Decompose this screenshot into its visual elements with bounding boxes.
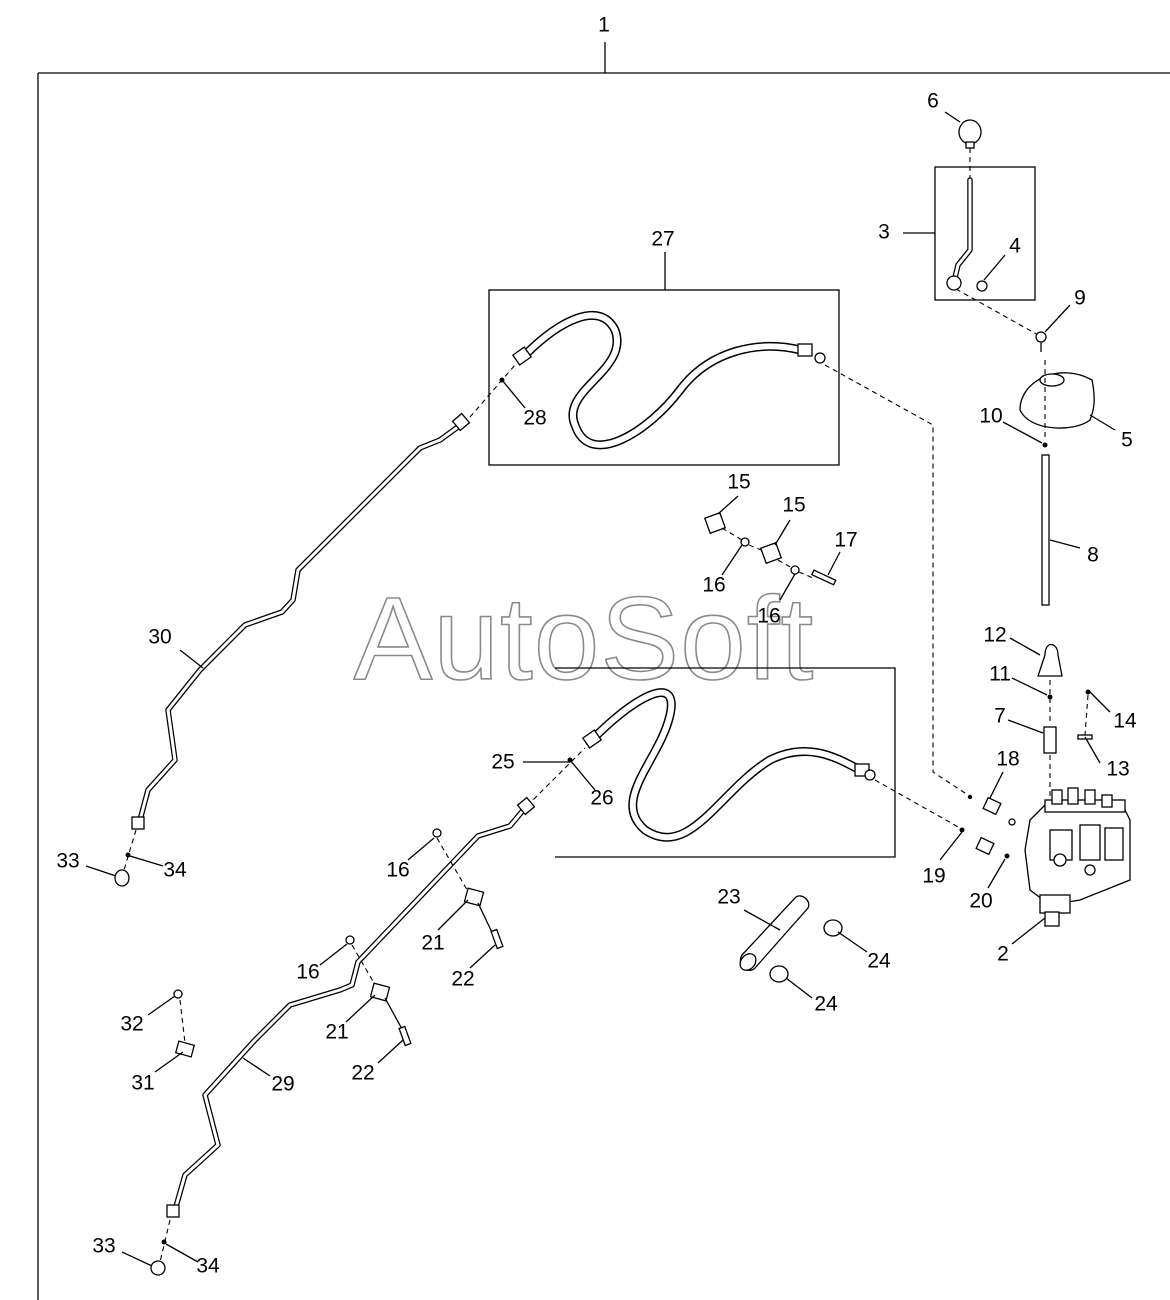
callout-9: 9 <box>1074 287 1086 310</box>
callout-28: 28 <box>523 407 546 430</box>
callout-33-lower: 33 <box>92 1235 115 1258</box>
callout-22-lower: 22 <box>351 1062 374 1085</box>
callout-8: 8 <box>1087 544 1099 567</box>
callout-21-upper: 21 <box>421 932 444 955</box>
callout-2: 2 <box>997 943 1009 966</box>
callout-27: 27 <box>651 228 674 251</box>
hose-27-group <box>463 252 840 466</box>
callout-11: 11 <box>989 663 1011 686</box>
callout-15-left: 15 <box>727 471 750 494</box>
callout-16-middle: 16 <box>386 859 409 882</box>
callout-33-upper: 33 <box>56 850 79 873</box>
callout-7: 7 <box>994 705 1006 728</box>
callout-1: 1 <box>598 14 610 37</box>
callout-34-upper: 34 <box>163 859 187 882</box>
callout-13: 13 <box>1106 758 1129 781</box>
callout-10: 10 <box>979 405 1002 428</box>
callout-19: 19 <box>922 865 945 888</box>
callout-22-upper: 22 <box>451 968 474 991</box>
lever-assembly <box>903 119 1095 606</box>
clamp-group-upper <box>432 828 504 950</box>
callout-5: 5 <box>1121 429 1133 452</box>
callout-34-lower: 34 <box>196 1255 220 1278</box>
callout-16-top-left: 16 <box>702 574 725 597</box>
callout-18: 18 <box>996 748 1019 771</box>
callout-3: 3 <box>878 221 890 244</box>
callout-16-lower: 16 <box>296 961 319 984</box>
leader-lines <box>85 111 1116 1267</box>
clamp-31-32 <box>173 989 196 1058</box>
callout-14: 14 <box>1113 710 1137 733</box>
callout-21-lower: 21 <box>325 1021 348 1044</box>
callout-16-top-right: 16 <box>757 605 780 628</box>
callout-15-right: 15 <box>782 494 805 517</box>
callout-12: 12 <box>983 624 1006 647</box>
callout-4: 4 <box>1009 235 1021 258</box>
callout-6: 6 <box>927 90 939 113</box>
watermark-text: AutoSoft <box>354 573 815 705</box>
hose-25-group <box>523 667 961 858</box>
callout-30: 30 <box>148 626 171 649</box>
callout-labels: 1 2 3 4 5 6 7 8 9 10 11 12 13 14 15 15 1… <box>56 14 1137 1278</box>
assembly-frame <box>37 42 1170 1300</box>
callout-31: 31 <box>131 1072 154 1095</box>
callout-32: 32 <box>120 1013 143 1036</box>
callout-17: 17 <box>834 529 857 552</box>
callout-20: 20 <box>969 890 992 913</box>
callout-24-upper: 24 <box>867 950 891 973</box>
clamp-group-lower <box>345 935 412 1047</box>
callout-29: 29 <box>271 1073 294 1096</box>
clamp-set-15-17 <box>703 511 837 586</box>
callout-26: 26 <box>590 787 613 810</box>
callout-24-lower: 24 <box>814 993 838 1016</box>
tube-29 <box>150 796 536 1276</box>
callout-23: 23 <box>717 886 740 909</box>
sleeve-and-ties <box>739 895 843 983</box>
tube-30 <box>114 412 471 887</box>
control-valve <box>959 643 1131 927</box>
callout-25: 25 <box>491 751 514 774</box>
